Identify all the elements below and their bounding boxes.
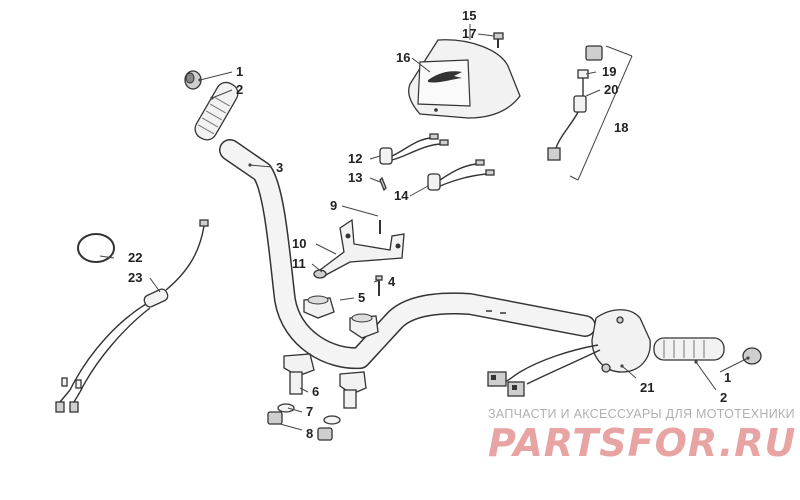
cable-ring (77, 233, 115, 263)
callout-7: 7 (306, 404, 313, 419)
leader-lines (99, 24, 750, 431)
callout-1-left: 1 (236, 64, 243, 79)
callout-labels: 1 2 3 4 5 6 7 8 9 10 11 12 13 14 15 16 1… (128, 8, 731, 441)
mount-bracket (313, 218, 405, 279)
callout-17: 17 (462, 26, 476, 41)
callout-5: 5 (358, 290, 365, 305)
washers (277, 403, 341, 425)
right-grip (653, 337, 725, 361)
callout-1-right: 1 (724, 370, 731, 385)
switch-assembly (547, 45, 633, 181)
upper-clamp-left (303, 295, 335, 319)
callout-15: 15 (462, 8, 476, 23)
upper-clamp-right (349, 313, 379, 339)
left-grip (194, 81, 239, 141)
riser-left (283, 353, 315, 395)
throttle-housing (487, 309, 651, 397)
callout-4: 4 (388, 274, 396, 289)
left-bar-end-cap (184, 70, 202, 90)
callout-9: 9 (330, 198, 337, 213)
callout-19: 19 (602, 64, 616, 79)
throttle-cable (55, 219, 209, 413)
callout-13: 13 (348, 170, 362, 185)
callout-2-left: 2 (236, 82, 243, 97)
callout-11: 11 (292, 256, 306, 271)
right-bar-end-cap (742, 347, 762, 365)
nuts (267, 411, 333, 441)
callout-16: 16 (396, 50, 410, 65)
callout-2-right: 2 (720, 390, 727, 405)
handlebar (219, 139, 596, 370)
watermark: ЗАПЧАСТИ И АКСЕССУАРЫ ДЛЯ МОТОТЕХНИКИ PA… (488, 407, 796, 465)
harness-connector-12 (379, 133, 449, 165)
callout-12: 12 (348, 151, 362, 166)
clip-13 (379, 176, 387, 192)
clamp-bolt (375, 275, 383, 296)
callout-20: 20 (604, 82, 618, 97)
callout-6: 6 (312, 384, 319, 399)
callout-22: 22 (128, 250, 142, 265)
pod-screw (493, 32, 504, 48)
callout-3: 3 (276, 160, 283, 175)
watermark-tagline: ЗАПЧАСТИ И АКСЕССУАРЫ ДЛЯ МОТОТЕХНИКИ (488, 407, 795, 421)
callout-14: 14 (394, 188, 409, 203)
callout-18: 18 (614, 120, 628, 135)
instrument-pod (408, 39, 521, 119)
callout-10: 10 (292, 236, 306, 251)
callout-23: 23 (128, 270, 142, 285)
watermark-logo: PARTSFOR.RU (488, 421, 796, 465)
harness-connector-14 (427, 159, 495, 191)
callout-8: 8 (306, 426, 313, 441)
riser-right (339, 371, 367, 409)
callout-21: 21 (640, 380, 654, 395)
